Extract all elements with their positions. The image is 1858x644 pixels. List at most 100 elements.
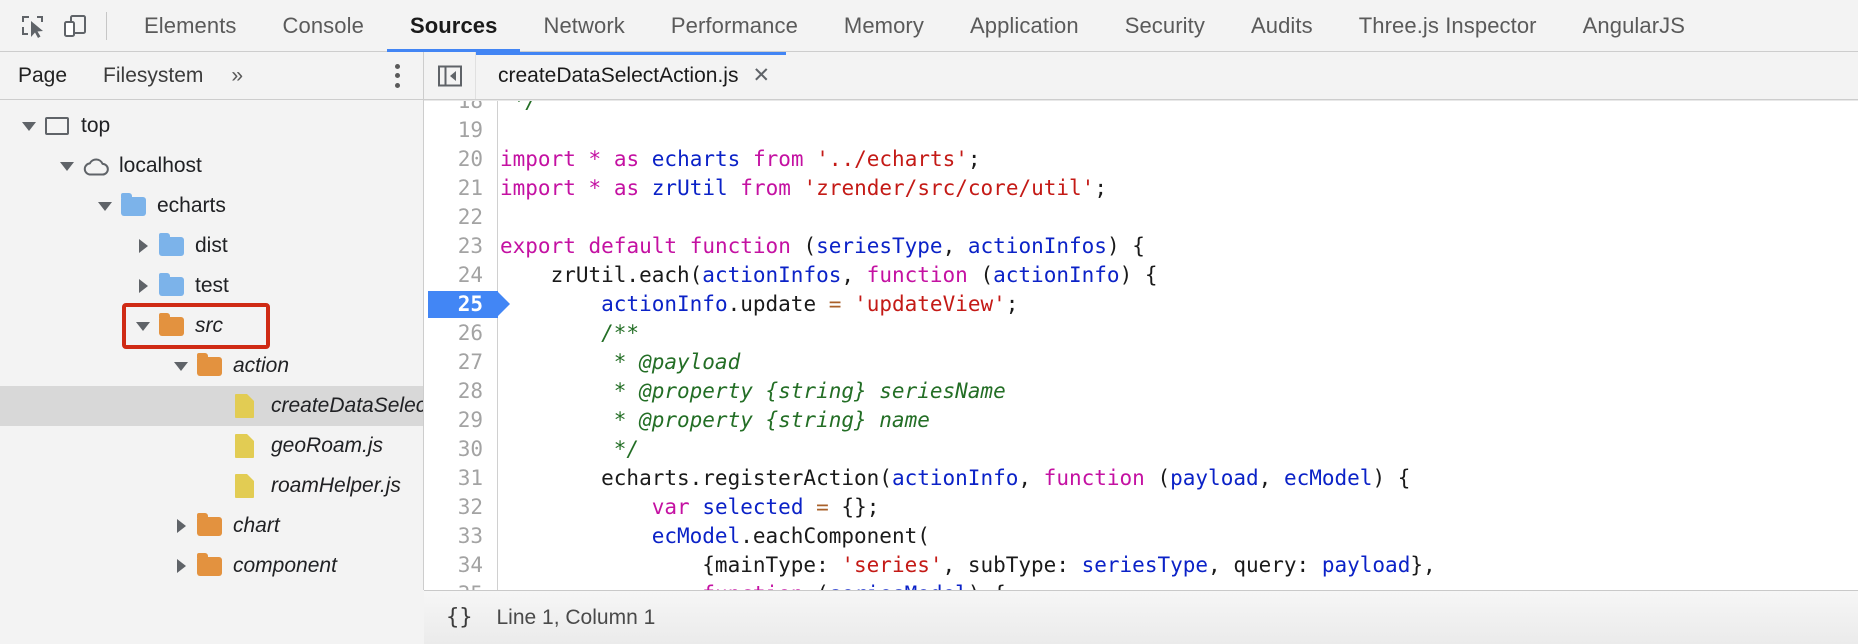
line-number-current[interactable]: 25 bbox=[424, 290, 510, 319]
editor-file-tab[interactable]: createDataSelectAction.js ✕ bbox=[476, 52, 787, 99]
code-line[interactable]: */ bbox=[498, 435, 1858, 464]
code-line[interactable]: zrUtil.each(actionInfos, function (actio… bbox=[498, 261, 1858, 290]
line-number[interactable]: 34 bbox=[424, 551, 497, 580]
nav-tab-page[interactable]: Page bbox=[18, 63, 68, 87]
line-number[interactable]: 31 bbox=[424, 464, 497, 493]
nav-more-tabs-button[interactable]: » bbox=[231, 63, 244, 87]
tab-network[interactable]: Network bbox=[543, 12, 625, 38]
code-token: ; bbox=[1094, 176, 1107, 200]
code-token: , subType: bbox=[942, 553, 1082, 577]
tree-item-src[interactable]: src bbox=[0, 306, 423, 346]
chevron-down-icon[interactable] bbox=[170, 355, 192, 377]
line-number[interactable]: 27 bbox=[424, 348, 497, 377]
line-number[interactable]: 19 bbox=[424, 116, 497, 145]
code-line[interactable]: import * as echarts from '../echarts'; bbox=[498, 145, 1858, 174]
line-number[interactable]: 28 bbox=[424, 377, 497, 406]
tab-performance[interactable]: Performance bbox=[670, 12, 798, 38]
tree-item-component[interactable]: component bbox=[0, 546, 423, 586]
nav-tab-filesystem[interactable]: Filesystem bbox=[103, 63, 204, 87]
tree-item-createdataselectaction-js[interactable]: createDataSelectAction.js bbox=[0, 386, 423, 426]
line-number[interactable]: 23 bbox=[424, 232, 497, 261]
tab-sources[interactable]: Sources bbox=[387, 0, 521, 52]
chevron-right-icon[interactable] bbox=[132, 235, 154, 257]
chevron-down-icon[interactable] bbox=[56, 155, 78, 177]
code-line[interactable]: * @property {string} name bbox=[498, 406, 1858, 435]
code-line[interactable] bbox=[498, 116, 1858, 145]
folder-icon bbox=[121, 192, 147, 218]
code-line[interactable]: /** bbox=[498, 319, 1858, 348]
code-line[interactable]: export default function (seriesType, act… bbox=[498, 232, 1858, 261]
tab-angularjs[interactable]: AngularJS bbox=[1582, 12, 1686, 38]
collapse-sidebar-icon[interactable] bbox=[424, 52, 476, 99]
code-token bbox=[500, 495, 652, 519]
tree-item-dist[interactable]: dist bbox=[0, 226, 423, 266]
tree-item-test[interactable]: test bbox=[0, 266, 423, 306]
cursor-position-label[interactable]: Line 1, Column 1 bbox=[496, 605, 656, 629]
inspect-cursor-icon[interactable] bbox=[12, 5, 54, 47]
tab-security[interactable]: Security bbox=[1124, 12, 1205, 38]
tab-application[interactable]: Application bbox=[969, 12, 1079, 38]
tab-console[interactable]: Console bbox=[282, 12, 364, 38]
code-content[interactable]: */ import * as echarts from '../echarts'… bbox=[498, 101, 1858, 590]
chevron-down-icon[interactable] bbox=[132, 315, 154, 337]
line-number[interactable]: 21 bbox=[424, 174, 497, 203]
tab-memory[interactable]: Memory bbox=[843, 12, 924, 38]
chevron-down-icon[interactable] bbox=[18, 115, 40, 137]
line-number[interactable]: 35 bbox=[424, 580, 497, 590]
line-number[interactable]: 26 bbox=[424, 319, 497, 348]
code-token: actionInfo bbox=[891, 466, 1019, 490]
chevron-right-icon[interactable] bbox=[170, 555, 192, 577]
frame-icon bbox=[45, 114, 71, 138]
code-token: 'zrender/src/core/util' bbox=[803, 176, 1095, 200]
line-number[interactable]: 22 bbox=[424, 203, 497, 232]
tree-item-localhost[interactable]: localhost bbox=[0, 146, 423, 186]
code-line[interactable]: */ bbox=[498, 101, 1858, 116]
code-token: = bbox=[828, 292, 842, 316]
code-token: 'updateView' bbox=[854, 292, 1006, 316]
line-number[interactable]: 32 bbox=[424, 493, 497, 522]
close-icon[interactable]: ✕ bbox=[752, 64, 771, 87]
line-number[interactable]: 30 bbox=[424, 435, 497, 464]
line-number[interactable]: 24 bbox=[424, 261, 497, 290]
code-token: selected bbox=[702, 495, 804, 519]
chevron-right-icon[interactable] bbox=[170, 515, 192, 537]
kebab-menu-icon[interactable] bbox=[387, 63, 407, 88]
line-number[interactable]: 20 bbox=[424, 145, 497, 174]
code-line[interactable]: {mainType: 'series', subType: seriesType… bbox=[498, 551, 1858, 580]
tree-item-roamhelper-js[interactable]: roamHelper.js bbox=[0, 466, 423, 506]
tree-item-top[interactable]: top bbox=[0, 106, 423, 146]
chevron-down-icon[interactable] bbox=[94, 195, 116, 217]
tree-item-coord[interactable]: coord bbox=[0, 586, 423, 590]
code-line[interactable]: function (seriesModel) { bbox=[498, 580, 1858, 590]
code-line[interactable]: var selected = {}; bbox=[498, 493, 1858, 522]
code-line[interactable]: ecModel.eachComponent( bbox=[498, 522, 1858, 551]
line-number[interactable]: 29 bbox=[424, 406, 497, 435]
tree-item-action[interactable]: action bbox=[0, 346, 423, 386]
tab-audits[interactable]: Audits bbox=[1250, 12, 1313, 38]
tree-item-chart[interactable]: chart bbox=[0, 506, 423, 546]
tab-elements[interactable]: Elements bbox=[144, 12, 237, 38]
device-toolbar-icon[interactable] bbox=[54, 5, 96, 47]
code-token: .update bbox=[727, 292, 829, 316]
pretty-print-icon[interactable]: {} bbox=[446, 605, 473, 630]
line-number[interactable]: 18 bbox=[424, 101, 497, 116]
code-token bbox=[728, 176, 741, 200]
line-number-text: 34 bbox=[457, 553, 483, 577]
chevron-right-icon[interactable] bbox=[132, 275, 154, 297]
code-line[interactable]: * @payload bbox=[498, 348, 1858, 377]
code-line[interactable]: actionInfo.update = 'updateView'; bbox=[498, 290, 1858, 319]
code-line[interactable] bbox=[498, 203, 1858, 232]
tree-item-echarts[interactable]: echarts bbox=[0, 186, 423, 226]
editor-file-tab-label: createDataSelectAction.js bbox=[498, 63, 739, 87]
code-line[interactable]: echarts.registerAction(actionInfo, funct… bbox=[498, 464, 1858, 493]
tab-threejs-inspector[interactable]: Three.js Inspector bbox=[1358, 12, 1537, 38]
tree-item-label: localhost bbox=[119, 154, 202, 177]
tree-item-label: createDataSelectAction.js bbox=[271, 394, 423, 417]
code-line[interactable]: * @property {string} seriesName bbox=[498, 377, 1858, 406]
tree-item-georoam-js[interactable]: geoRoam.js bbox=[0, 426, 423, 466]
line-number[interactable]: 33 bbox=[424, 522, 497, 551]
code-line[interactable]: import * as zrUtil from 'zrender/src/cor… bbox=[498, 174, 1858, 203]
